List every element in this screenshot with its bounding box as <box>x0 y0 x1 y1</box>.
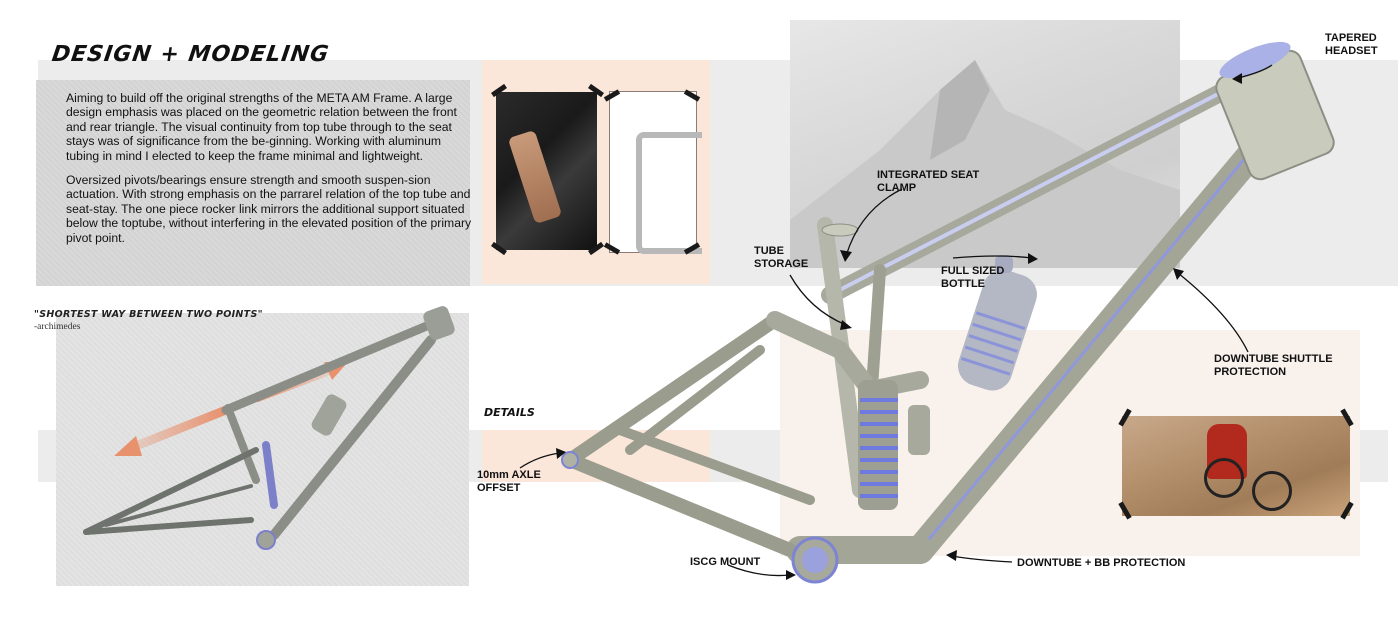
arrowhead-icon <box>946 550 957 561</box>
arrow-tapered-headset <box>1237 64 1273 79</box>
arrowhead-icon <box>556 448 566 459</box>
details-label: DETAILS <box>484 406 535 419</box>
arrow-axle-offset <box>519 452 561 469</box>
small-frame-tubes <box>83 306 455 550</box>
arrow-integrated-seat-clamp <box>845 188 903 257</box>
callout-line: INTEGRATED SEAT <box>877 169 980 181</box>
callout-line: 10mm AXLE <box>477 469 541 481</box>
design-description: Aiming to build off the original strengt… <box>66 91 476 255</box>
bike-wheel <box>1204 458 1244 498</box>
rider-action-photo <box>1122 416 1350 516</box>
callout-integrated-seat-clamp: INTEGRATED SEAT CLAMP <box>877 169 979 195</box>
quote-text: "SHORTEST WAY BETWEEN TWO POINTS" <box>34 309 263 320</box>
rear-axle-dropout <box>561 451 579 469</box>
arrowhead-icon <box>840 250 852 262</box>
callout-line: DOWNTUBE SHUTTLE <box>1214 353 1333 365</box>
bike-wheel <box>1252 471 1292 511</box>
description-paragraph: Aiming to build off the original strengt… <box>66 91 457 163</box>
callout-line: CLAMP <box>877 182 917 194</box>
callout-full-sized-bottle: FULL SIZED BOTTLE <box>941 265 1004 291</box>
text-panel <box>36 80 470 286</box>
quote-author: -archimedes <box>34 322 81 332</box>
mountain-silhouette <box>790 60 1180 268</box>
callout-line: DOWNTUBE + BB PROTECTION <box>1017 557 1186 569</box>
arrow-full-sized-bottle <box>952 255 1033 259</box>
callout-downtube-shuttle-protection: DOWNTUBE SHUTTLE PROTECTION <box>1214 353 1333 379</box>
callout-axle-offset: 10mm AXLE OFFSET <box>477 469 541 495</box>
head-tube <box>1215 41 1335 181</box>
large-frame-render <box>561 41 1335 584</box>
callout-line: STORAGE <box>754 258 809 270</box>
callout-line: ISCG MOUNT <box>690 556 761 568</box>
bottom-bracket <box>791 536 839 584</box>
callout-tube-storage: TUBE STORAGE <box>754 245 808 271</box>
small-frame-render <box>83 306 455 550</box>
arrow-downtube-bb-protection <box>951 555 1013 563</box>
arrow-iscg-mount <box>727 564 791 577</box>
description-paragraph: Oversized pivots/bearings ensure strengt… <box>66 173 472 245</box>
link-arm-shape <box>636 132 702 254</box>
shock-absorber <box>858 380 930 510</box>
arrowhead-icon <box>840 320 852 330</box>
water-bottle <box>957 255 1037 391</box>
arrowhead-icon <box>786 570 796 580</box>
callout-line: TAPERED <box>1325 32 1377 44</box>
engine-bracket-reference-photo <box>496 92 597 250</box>
callout-tapered-headset: TAPERED HEADSET <box>1325 32 1378 58</box>
callout-line: HEADSET <box>1325 45 1378 57</box>
callout-iscg-mount: ISCG MOUNT <box>690 556 760 569</box>
direction-arrow-left <box>114 405 228 456</box>
callout-line: BOTTLE <box>941 278 985 290</box>
rocker-link-reference-photo <box>609 91 702 254</box>
arrow-tube-storage <box>789 274 847 326</box>
arrowhead-icon <box>1173 268 1184 280</box>
callout-line: PROTECTION <box>1214 366 1287 378</box>
arrowhead-icon <box>1028 253 1038 264</box>
callout-line: OFFSET <box>477 482 521 494</box>
callout-downtube-bb-protection: DOWNTUBE + BB PROTECTION <box>1017 557 1185 570</box>
callout-line: FULL SIZED <box>941 265 1005 277</box>
arrowhead-icon <box>1232 73 1242 84</box>
callout-line: TUBE <box>754 245 784 257</box>
arrow-downtube-shuttle-protection <box>1177 272 1249 353</box>
